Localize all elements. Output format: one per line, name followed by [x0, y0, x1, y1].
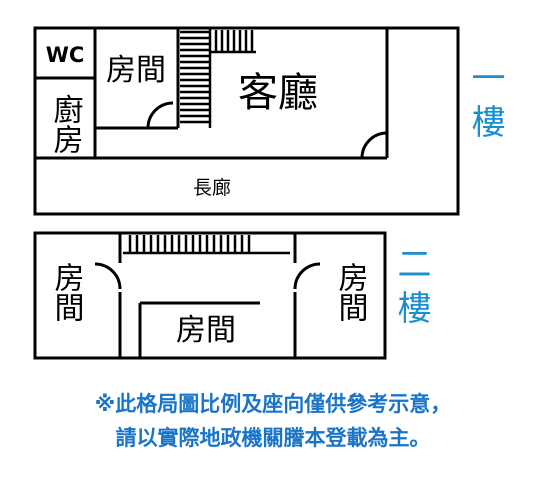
floor2-label: 二樓	[391, 246, 431, 334]
floor1-bedroom-label: 房間	[106, 53, 166, 88]
floor2-left-bedroom-label: 房間	[49, 262, 85, 322]
floor1-living-room-label: 客廳	[238, 70, 318, 116]
disclaimer-line-2: 請以實際地政機關謄本登載為主。	[115, 426, 431, 450]
floor2-right-bedroom-label: 房間	[333, 262, 369, 322]
floor1-kitchen-label: 廚房	[48, 94, 84, 154]
floor1-living-door	[360, 131, 388, 159]
floor2-center-bedroom-label: 房間	[176, 313, 236, 348]
floor-plan-diagram: WC 廚房 房間 客廳 長廊 房間 房間 房間	[33, 26, 460, 360]
floor1-label: 一樓	[465, 60, 505, 148]
floor2-left-door	[94, 262, 122, 290]
floor1-outline	[33, 26, 460, 216]
floor2-staircase	[123, 235, 290, 255]
disclaimer-line-1: ※此格局圖比例及座向僅供參考示意，	[94, 392, 452, 416]
floor1-corridor-label: 長廊	[193, 177, 231, 199]
floor1-wc-label: WC	[46, 43, 85, 67]
floor1-bedroom-door	[146, 101, 174, 129]
floor2-outline	[33, 231, 387, 360]
floor2-right-door	[293, 262, 321, 290]
floor1-staircase	[180, 28, 256, 128]
